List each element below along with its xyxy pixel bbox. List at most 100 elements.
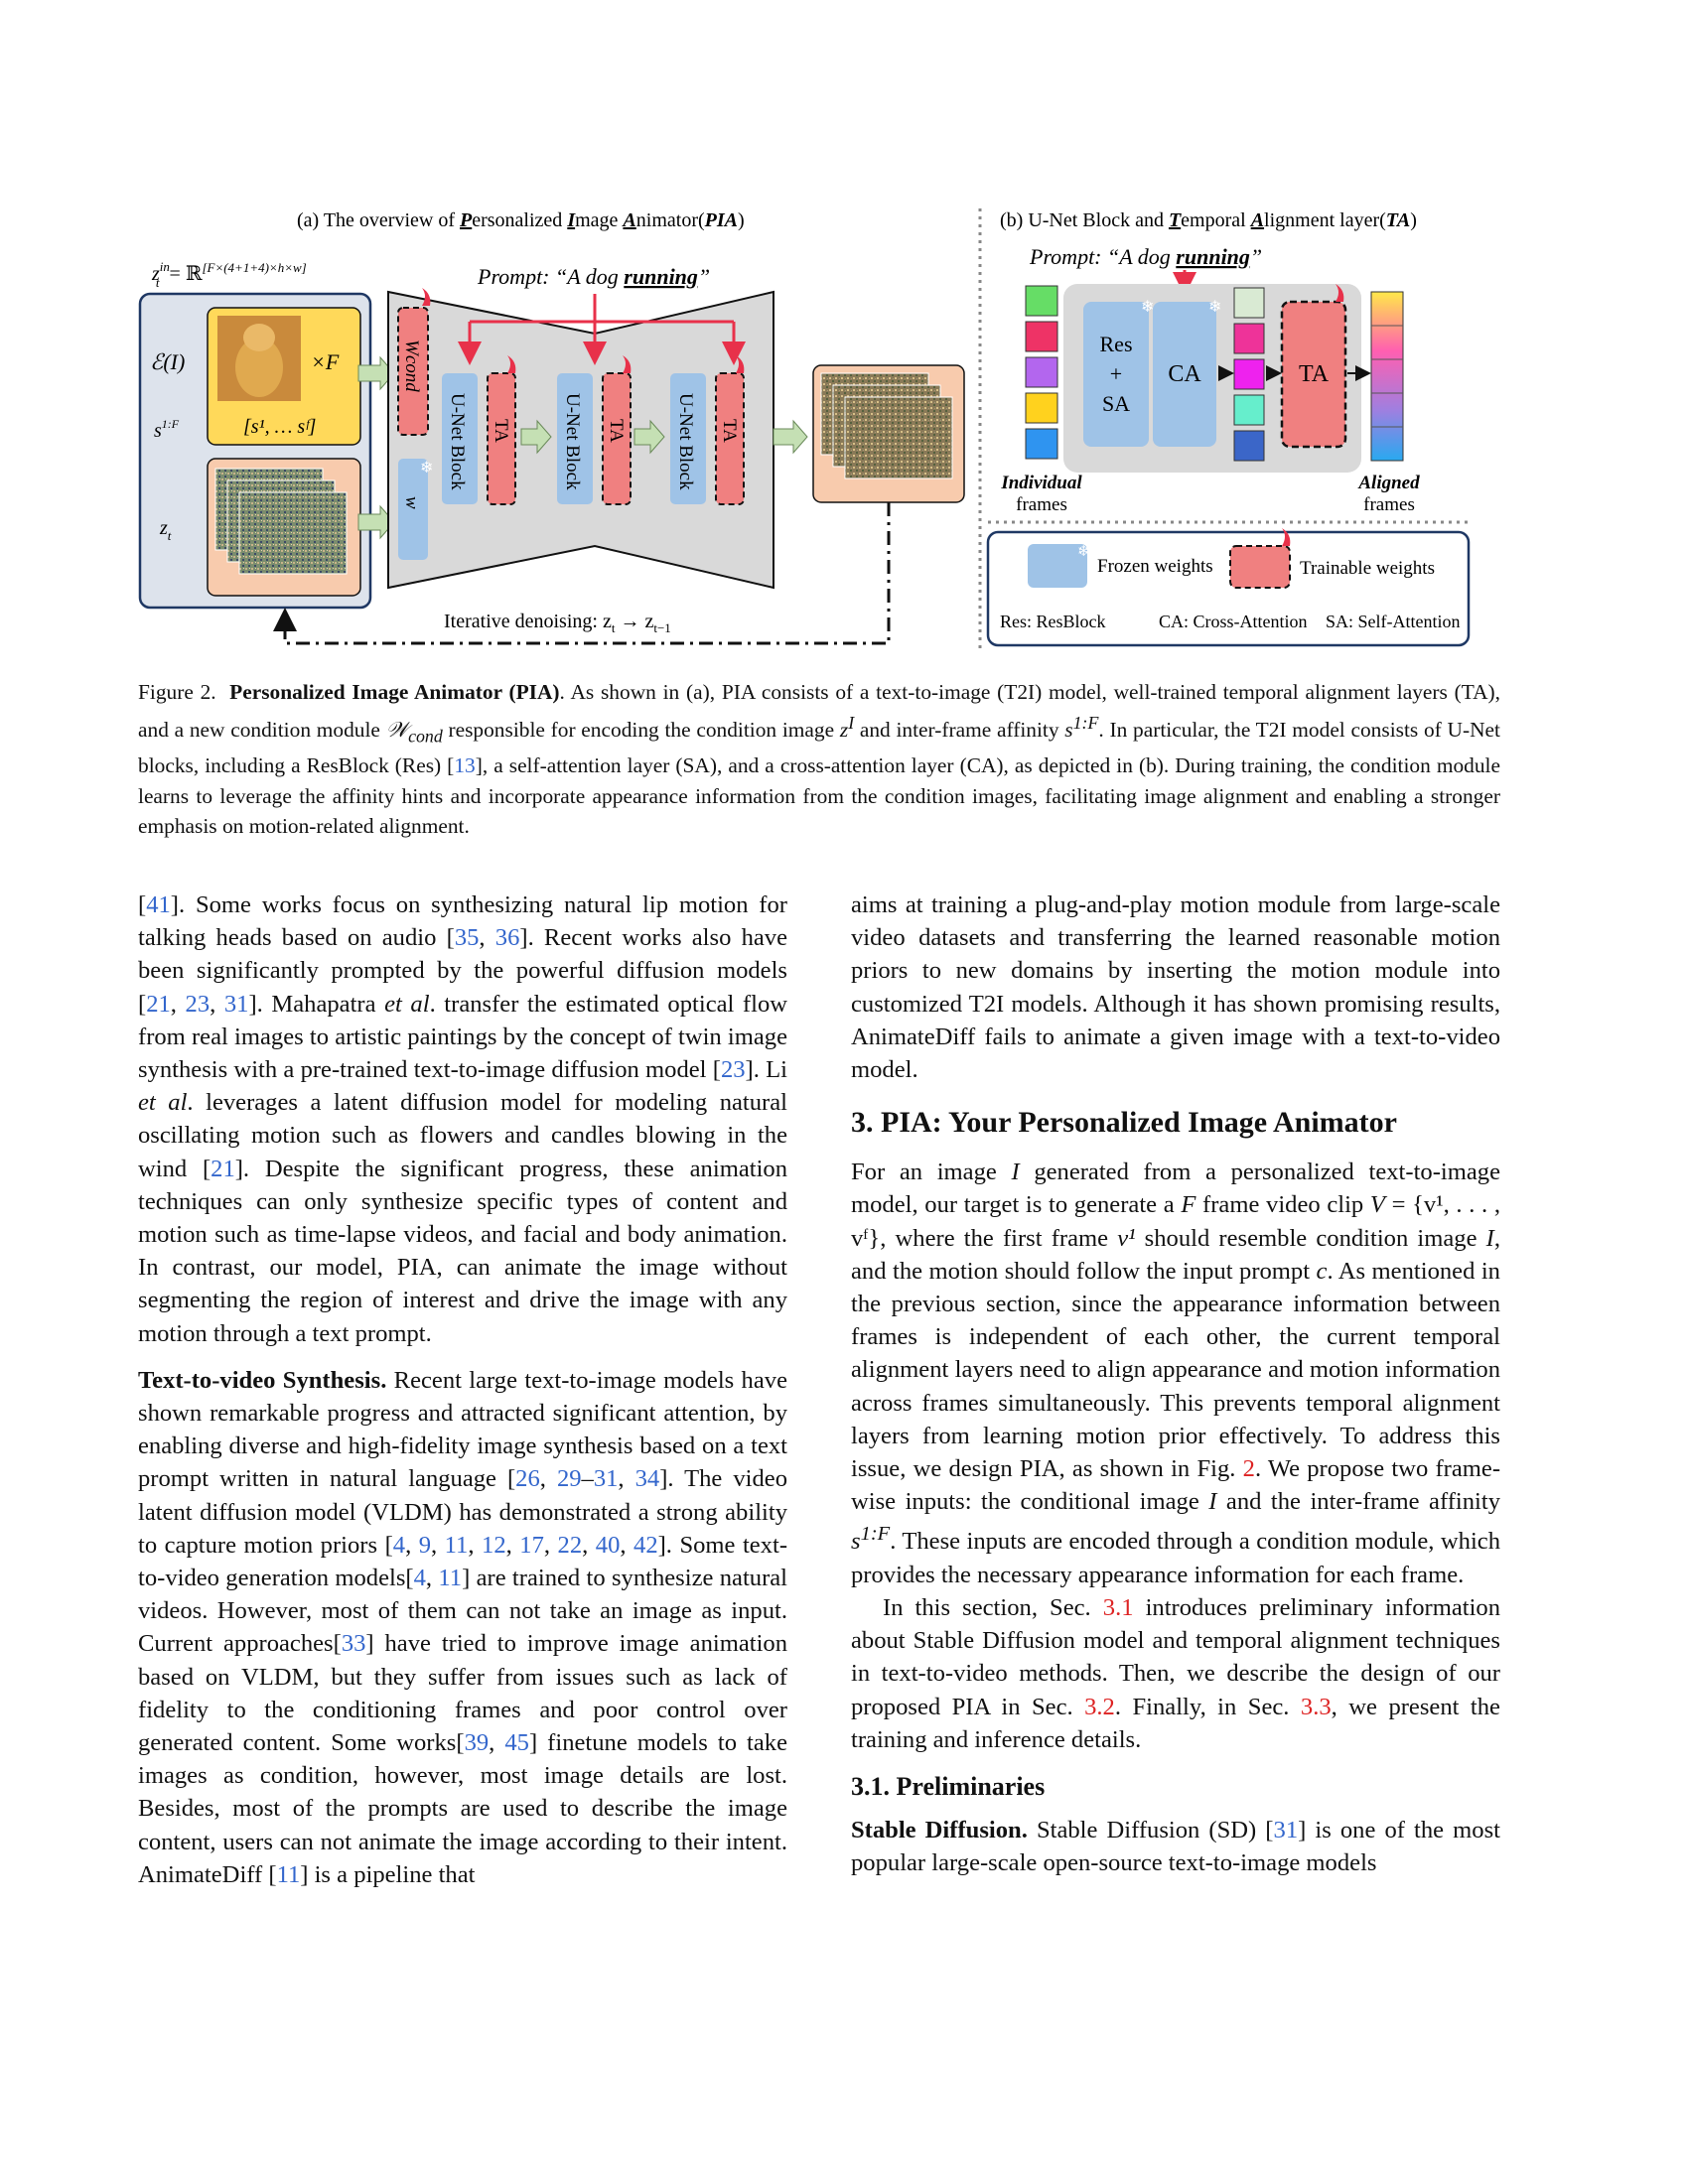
cite-link[interactable]: 36 <box>494 924 520 952</box>
ta-big-flame-icon <box>1336 284 1344 302</box>
prompt-text-b: Prompt: “A dog running” <box>1029 244 1262 269</box>
cite-link[interactable]: 42 <box>633 1531 658 1559</box>
caption-text-2: responsible for encoding the condition i… <box>442 717 840 742</box>
paragraph-heading: Text-to-video Synthesis. <box>138 1366 387 1394</box>
unet-block-3 <box>670 373 706 504</box>
paragraph-heading: Stable Diffusion. <box>851 1817 1028 1844</box>
indiv-frame-4 <box>1025 392 1058 424</box>
right-paragraph-2: In this section, Sec. 3.1 introduces pre… <box>851 1594 1501 1753</box>
figure-2-svg: (a) The overview of Personalized Image A… <box>138 208 1471 651</box>
left-paragraph-2: Text-to-video Synthesis. Recent large te… <box>138 1366 788 1888</box>
ref-link[interactable]: 3.3 <box>1300 1693 1332 1720</box>
section-heading: 3. PIA: Your Personalized Image Animator <box>851 1106 1397 1140</box>
ta-1-flame-icon <box>507 355 516 373</box>
right-column: aims at training a plug-and-play motion … <box>851 888 1500 1879</box>
wcond-block <box>397 307 429 436</box>
legend-trainable-swatch <box>1229 545 1291 589</box>
cite-link[interactable]: 4 <box>392 1531 406 1559</box>
indiv-frame-2 <box>1025 321 1058 352</box>
individual-frames-label: frames <box>1016 494 1067 515</box>
cite-link[interactable]: 45 <box>504 1729 529 1757</box>
cite-link[interactable]: 23 <box>185 990 211 1018</box>
figure-2: (a) The overview of Personalized Image A… <box>138 199 1508 655</box>
ta-block-2-label: TA <box>606 419 627 443</box>
prompt-text-a: Prompt: “A dog running” <box>477 264 710 289</box>
unet-block-2-label: U-Net Block <box>562 393 583 490</box>
figure-caption: Figure 2. Personalized Image Animator (P… <box>138 677 1500 842</box>
subsection-heading: 3.1. Preliminaries <box>851 1772 1046 1802</box>
cite-link[interactable]: 34 <box>634 1465 660 1493</box>
cite-link[interactable]: 31 <box>223 990 249 1018</box>
cite-link[interactable]: 41 <box>146 891 171 918</box>
cite-link[interactable]: 33 <box>341 1630 366 1658</box>
ref-link[interactable]: 2 <box>1242 1455 1255 1483</box>
cite-link[interactable]: 9 <box>418 1531 432 1559</box>
cite-link[interactable]: 11 <box>276 1860 301 1888</box>
mid-frame-4 <box>1233 394 1265 426</box>
legend-sa: SA: Self-Attention <box>1326 612 1461 631</box>
dog-head <box>243 324 275 351</box>
cite-link[interactable]: 21 <box>211 1155 235 1182</box>
iterative-denoising-label: Iterative denoising: zt → zt−1 <box>444 611 671 635</box>
ca-label: CA <box>1168 361 1201 387</box>
cite-link[interactable]: 17 <box>519 1531 544 1559</box>
denoising-loop <box>273 502 891 645</box>
caption-wcond-sub: cond <box>408 725 443 746</box>
w-block <box>398 459 428 560</box>
left-column: [41]. Some works focus on synthesizing n… <box>138 888 787 1891</box>
legend-res: Res: ResBlock <box>1000 612 1106 631</box>
ta-2-flame-icon <box>623 355 632 373</box>
ta-big-label: TA <box>1299 361 1330 387</box>
unet-pair-1: U-Net Block TA <box>442 355 516 505</box>
caption-title: Personalized Image Animator (PIA) <box>229 680 560 704</box>
cite-link[interactable]: 22 <box>557 1531 583 1559</box>
cite-link[interactable]: 12 <box>482 1531 506 1559</box>
cite-link[interactable]: 4 <box>413 1565 426 1592</box>
fig-a-title: (a) The overview of Personalized Image A… <box>297 209 745 231</box>
mid-frame-3 <box>1233 358 1265 390</box>
encoder-label: ℰ(I) <box>150 349 185 374</box>
arrow-pair-1-2 <box>520 419 552 455</box>
cite-link[interactable]: 29 <box>556 1465 582 1493</box>
caption-label: Figure 2. <box>138 680 216 704</box>
cite-link[interactable]: 40 <box>595 1531 621 1559</box>
left-paragraph-1: [41]. Some works focus on synthesizing n… <box>138 891 788 1347</box>
ta-big-block <box>1280 300 1347 449</box>
cite-link[interactable]: 31 <box>1273 1817 1299 1844</box>
caption-text-4: . In particular, the T2I model consists … <box>138 717 1500 778</box>
cite-link[interactable]: 11 <box>438 1565 463 1592</box>
ref-link[interactable]: 3.1 <box>1102 1594 1134 1622</box>
ref-link[interactable]: 3.2 <box>1084 1693 1115 1720</box>
right-paragraph-3: Stable Diffusion. Stable Diffusion (SD) … <box>851 1817 1500 1877</box>
caption-text-1: . As shown in (a), PIA consists of a tex… <box>138 680 1500 742</box>
dog-body <box>235 338 283 397</box>
fig-b-title: (b) U-Net Block and Temporal Alignment l… <box>1000 209 1417 231</box>
caption-wcond: 𝒲 <box>385 717 409 742</box>
mid-frame-1 <box>1233 287 1265 319</box>
cite-link[interactable]: 21 <box>146 990 171 1018</box>
sa-label: SA <box>1102 391 1130 416</box>
w-snowflake-icon: ❄ <box>420 460 433 477</box>
ta-block-1 <box>487 372 516 505</box>
ca-snowflake-icon: ❄ <box>1208 299 1221 316</box>
noisy-frame-3 <box>238 491 348 575</box>
res-snowflake-icon: ❄ <box>1141 299 1154 316</box>
individual-label: Individual <box>1000 473 1082 493</box>
ta-block-1-label: TA <box>491 419 511 443</box>
caption-z: z <box>839 717 849 742</box>
cite-link[interactable]: 39 <box>464 1729 490 1757</box>
aligned-label: Aligned <box>1357 473 1420 493</box>
indiv-frame-3 <box>1025 356 1058 388</box>
cite-link[interactable]: 13 <box>454 753 476 778</box>
unet-pair-2: U-Net Block TA <box>557 355 632 505</box>
prompt-branches <box>468 294 736 347</box>
cite-link[interactable]: 35 <box>454 924 480 952</box>
cite-link[interactable]: 26 <box>515 1465 540 1493</box>
cite-link[interactable]: 31 <box>593 1465 619 1493</box>
cite-link[interactable]: 23 <box>720 1056 746 1084</box>
ta-block-3-label: TA <box>719 419 740 443</box>
indiv-frame-5 <box>1025 428 1058 460</box>
unet-pair-3: U-Net Block TA <box>670 355 745 505</box>
legend-ca: CA: Cross-Attention <box>1159 612 1308 631</box>
cite-link[interactable]: 11 <box>444 1531 469 1559</box>
